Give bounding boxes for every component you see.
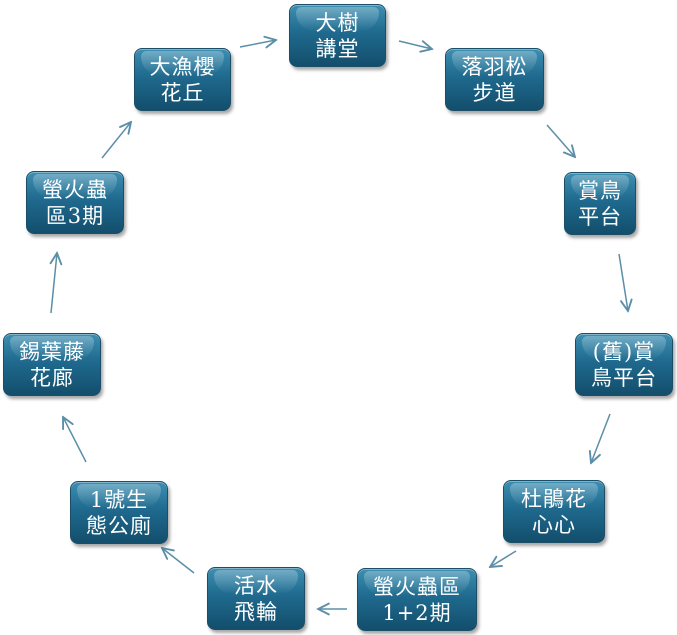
arrow-n7-to-n8 bbox=[162, 548, 195, 574]
node-bird-watching-platform[interactable]: 賞鳥 平台 bbox=[564, 172, 636, 235]
node-label: 錫葉藤 花廊 bbox=[19, 339, 85, 390]
node-petrea-corridor[interactable]: 錫葉藤 花廊 bbox=[3, 333, 101, 396]
arrow-n1-to-n2 bbox=[398, 41, 432, 49]
arrow-n2-to-n3 bbox=[546, 124, 575, 157]
node-label: 落羽松 步道 bbox=[461, 54, 528, 105]
arrow-n3-to-n4 bbox=[618, 253, 628, 311]
arrow-n11-to-n1 bbox=[239, 40, 276, 47]
arrow-n10-to-n11 bbox=[101, 122, 131, 159]
arrow-n9-to-n10 bbox=[51, 253, 57, 314]
node-cherry-blossom-hill[interactable]: 大漁櫻 花丘 bbox=[134, 48, 231, 111]
node-firefly-area-1-2[interactable]: 螢火蟲區 1+2期 bbox=[357, 568, 477, 631]
arrow-n8-to-n9 bbox=[63, 417, 87, 463]
node-azalea-heart[interactable]: 杜鵑花 心心 bbox=[503, 480, 605, 543]
node-label: (舊)賞 鳥平台 bbox=[591, 339, 657, 390]
arrow-n4-to-n5 bbox=[591, 413, 611, 463]
node-label: 賞鳥 平台 bbox=[578, 178, 622, 229]
node-label: 杜鵑花 心心 bbox=[521, 486, 587, 537]
node-big-tree-hall[interactable]: 大樹 講堂 bbox=[289, 4, 386, 67]
node-bald-cypress-trail[interactable]: 落羽松 步道 bbox=[445, 48, 544, 111]
node-old-bird-watching-platform[interactable]: (舊)賞 鳥平台 bbox=[575, 333, 673, 396]
node-label: 螢火蟲 區3期 bbox=[42, 177, 108, 228]
node-label: 大漁櫻 花丘 bbox=[149, 54, 216, 105]
node-label: 大樹 講堂 bbox=[315, 10, 360, 61]
node-label: 活水 飛輪 bbox=[234, 573, 278, 624]
node-water-wheel[interactable]: 活水 飛輪 bbox=[207, 567, 305, 630]
arrow-n5-to-n6 bbox=[490, 550, 517, 567]
node-firefly-area-3[interactable]: 螢火蟲 區3期 bbox=[26, 171, 124, 234]
node-label: 螢火蟲區 1+2期 bbox=[373, 574, 461, 625]
node-eco-restroom-1[interactable]: 1號生 態公廁 bbox=[70, 481, 168, 544]
node-label: 1號生 態公廁 bbox=[86, 487, 152, 538]
